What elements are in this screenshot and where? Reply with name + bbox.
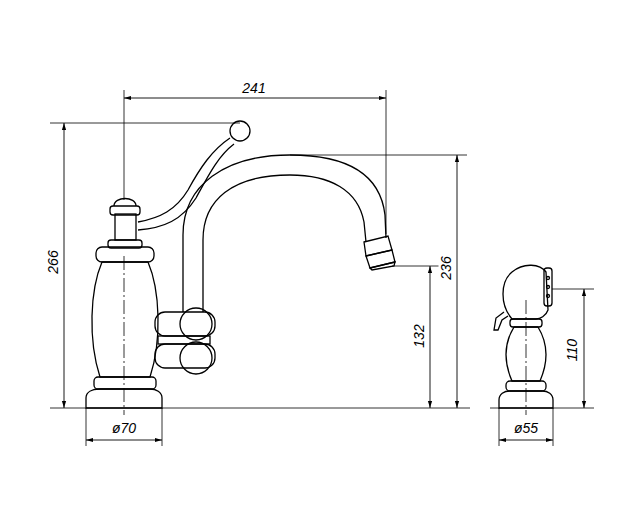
- faucet-outline: [86, 121, 553, 408]
- dimension-label: ø55: [512, 421, 540, 436]
- dimension-label: 110: [565, 337, 580, 363]
- center-lines: [124, 90, 526, 415]
- dimension-label: 132: [412, 322, 427, 349]
- extension-lines: [50, 90, 594, 446]
- dimension-label: 236: [439, 254, 454, 281]
- dimension-label: 266: [46, 248, 61, 275]
- dimension-label: 241: [240, 81, 267, 96]
- dimension-lines: [64, 98, 584, 440]
- dimension-label: ø70: [110, 421, 138, 436]
